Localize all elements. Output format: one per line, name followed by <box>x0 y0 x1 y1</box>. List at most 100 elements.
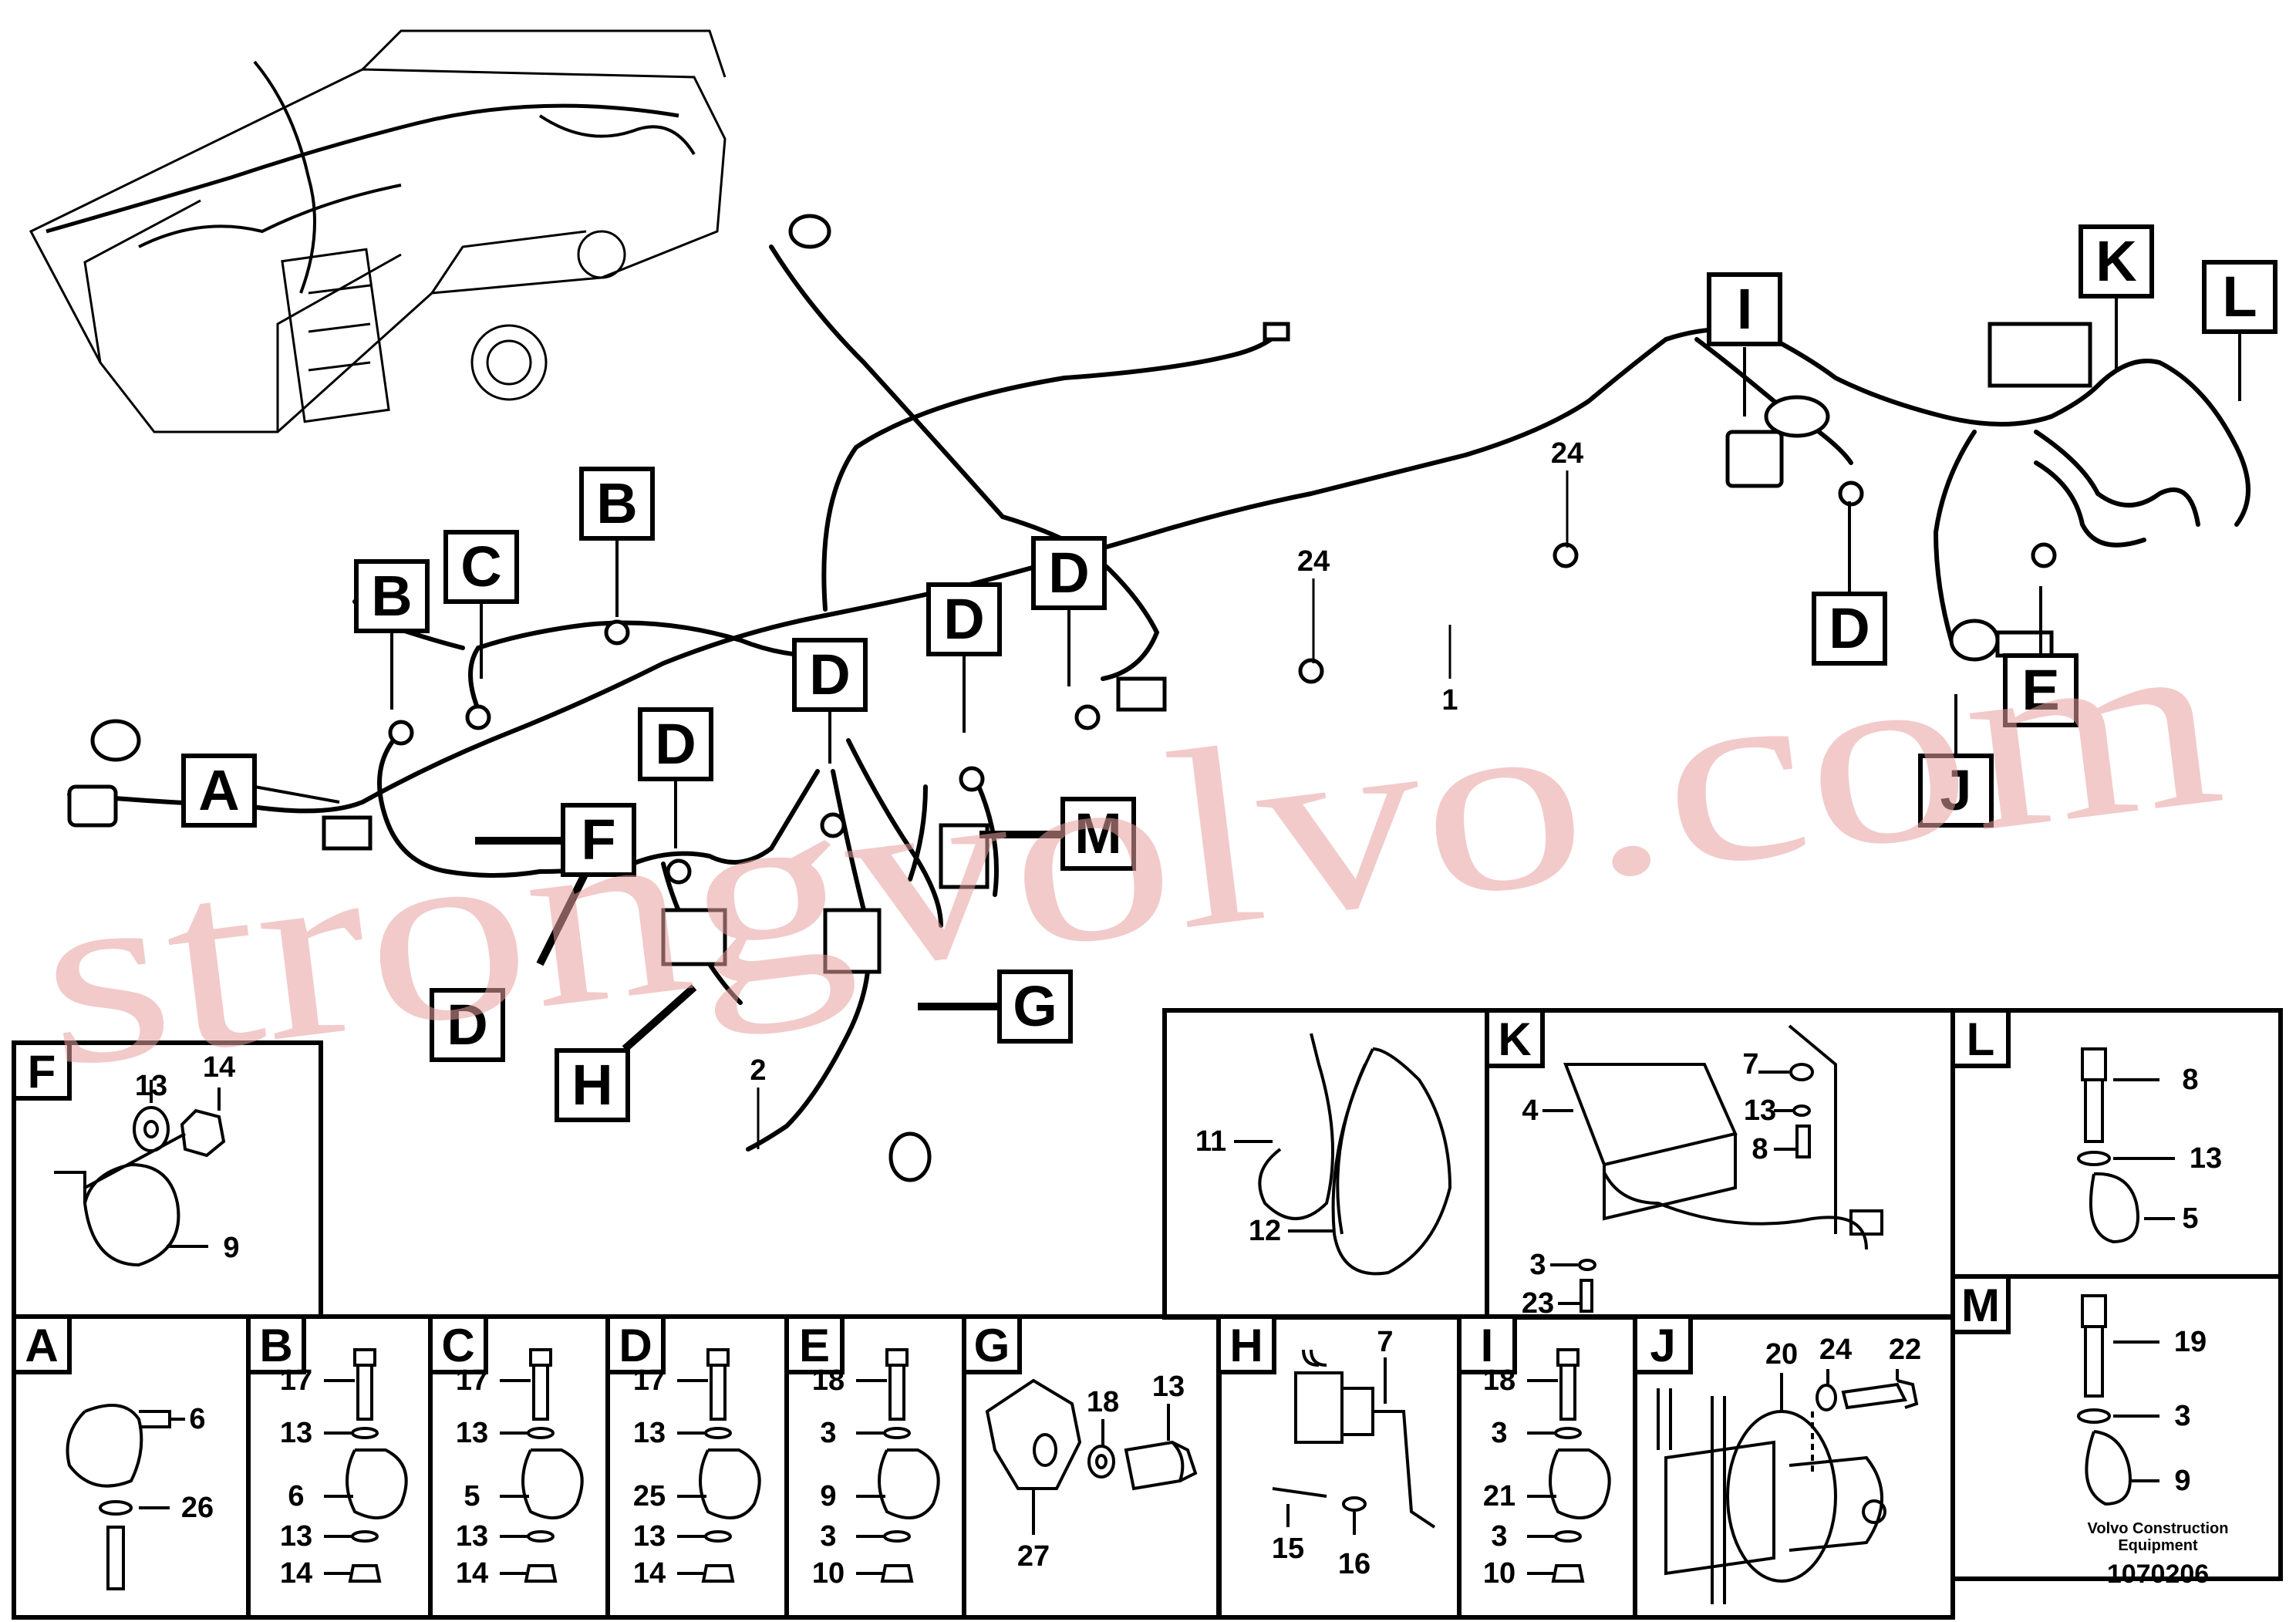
panel-b: B 17 13 6 13 14 <box>246 1314 408 1590</box>
svg-text:A: A <box>25 1320 58 1371</box>
callout-l: L <box>2202 260 2277 401</box>
panel-c: C 17 13 5 13 14 <box>428 1314 584 1590</box>
svg-text:M: M <box>1074 801 1122 865</box>
panel-g-item-27: 27 <box>1017 1540 1050 1573</box>
callout-c: C <box>443 530 519 679</box>
panel-h-item-7: 7 <box>1377 1326 1393 1358</box>
panel-c-item-4: 14 <box>456 1557 488 1590</box>
panel-g-item-13: 13 <box>1152 1371 1185 1403</box>
panel-i-item-4: 10 <box>1483 1557 1515 1590</box>
panel-ties: 11 12 <box>1195 1033 1452 1276</box>
panel-h-item-16: 16 <box>1338 1548 1371 1580</box>
svg-text:G: G <box>974 1320 1010 1371</box>
drawing-number: 1070206 <box>2107 1560 2209 1589</box>
svg-text:E: E <box>2021 658 2059 722</box>
callout-b1: B <box>354 559 430 710</box>
panel-d-item-2: 25 <box>633 1480 666 1512</box>
callout-d6: D <box>1812 501 1887 666</box>
svg-text:D: D <box>619 1320 652 1371</box>
callout-m: M <box>979 797 1136 871</box>
detail-panels <box>12 1008 2283 1620</box>
panel-b-item-1: 13 <box>280 1417 312 1449</box>
panel-c-item-3: 13 <box>456 1520 488 1553</box>
panel-c-item-2: 5 <box>464 1480 480 1512</box>
callout-d2: D <box>792 638 868 764</box>
panel-k-item-13: 13 <box>1744 1094 1776 1127</box>
panel-d: D 17 13 25 13 14 <box>605 1314 761 1590</box>
callout-d3: D <box>926 582 1002 733</box>
number-24-left: 24 <box>1297 545 1330 663</box>
panel-g: G 18 13 27 <box>962 1314 1198 1573</box>
svg-text:D: D <box>447 993 487 1057</box>
callout-k: K <box>2079 224 2154 370</box>
svg-text:M: M <box>1961 1280 2000 1331</box>
panel-i-item-3: 3 <box>1491 1520 1507 1553</box>
panel-f-item-14: 14 <box>203 1051 235 1084</box>
callout-f: F <box>475 803 636 877</box>
svg-text:A: A <box>198 758 239 822</box>
panel-m-item-19: 19 <box>2174 1326 2207 1358</box>
panel-j-item-22: 22 <box>1889 1334 1921 1366</box>
svg-text:H: H <box>571 1053 612 1117</box>
panel-e-item-1: 3 <box>820 1417 836 1449</box>
panel-i-item-0: 18 <box>1483 1364 1515 1397</box>
callout-h: H <box>555 984 697 1122</box>
panel-a-item-6: 6 <box>189 1403 205 1435</box>
callout-d4: D <box>1031 536 1107 686</box>
svg-text:K: K <box>2095 229 2136 293</box>
panel-b-item-0: 17 <box>280 1364 312 1397</box>
panel-m: M 19 3 9 <box>1950 1274 2207 1506</box>
panel-j-item-24: 24 <box>1819 1334 1852 1366</box>
number-2: 2 <box>750 1054 767 1149</box>
panel-k: K 7 13 8 4 3 23 <box>1485 1008 1883 1320</box>
watermark: strongvolvo.com <box>26 575 2234 1122</box>
svg-text:B: B <box>371 564 412 628</box>
panel-c-item-1: 13 <box>456 1417 488 1449</box>
svg-text:D: D <box>655 712 696 776</box>
panel-b-item-4: 14 <box>280 1557 312 1590</box>
svg-text:D: D <box>1048 541 1089 605</box>
svg-text:B: B <box>596 471 637 535</box>
harness-connectors <box>67 214 2092 1182</box>
svg-text:E: E <box>799 1320 830 1371</box>
callout-a: A <box>181 754 340 828</box>
panel-k-item-8: 8 <box>1752 1133 1768 1165</box>
panel-e-item-2: 9 <box>820 1480 836 1512</box>
panel-f: F 13 14 9 <box>12 1040 240 1267</box>
callout-d5: D <box>430 869 590 1062</box>
panel-e: E 18 3 9 3 10 <box>784 1314 940 1590</box>
footer-company-sub: Equipment <box>2118 1537 2198 1554</box>
panel-l-item-13: 13 <box>2190 1142 2222 1175</box>
main-callouts: A B B C D D D D D D F G H M I K L E J 1 … <box>181 224 2277 1149</box>
panel-b-item-3: 13 <box>280 1520 312 1553</box>
panel-d-item-3: 13 <box>633 1520 666 1553</box>
panel-h-item-15: 15 <box>1272 1533 1304 1565</box>
svg-text:D: D <box>943 587 984 651</box>
panel-e-item-3: 3 <box>820 1520 836 1553</box>
svg-text:I: I <box>1481 1320 1494 1371</box>
svg-text:L: L <box>2222 265 2257 329</box>
svg-text:C: C <box>460 534 501 599</box>
panel-f-item-9: 9 <box>223 1232 239 1264</box>
svg-text:I: I <box>1737 277 1753 341</box>
callout-b2: B <box>579 467 655 617</box>
panel-k-item-7: 7 <box>1742 1048 1758 1081</box>
panel-m-item-3: 3 <box>2174 1400 2190 1432</box>
callout-d1: D <box>638 707 713 848</box>
panel-l-item-8: 8 <box>2182 1064 2198 1096</box>
panel-e-item-4: 10 <box>812 1557 845 1590</box>
panel-k-item-4: 4 <box>1522 1094 1538 1127</box>
svg-text:C: C <box>441 1320 474 1371</box>
svg-text:1: 1 <box>1441 684 1458 717</box>
number-24-right: 24 <box>1551 437 1583 548</box>
svg-text:J: J <box>1650 1320 1675 1371</box>
panel-g-item-18: 18 <box>1087 1386 1119 1418</box>
panel-k-item-3: 3 <box>1529 1249 1546 1281</box>
svg-text:K: K <box>1498 1013 1531 1065</box>
panel-f-item-13: 13 <box>135 1070 167 1102</box>
svg-text:F: F <box>581 808 615 872</box>
callout-i: I <box>1707 272 1782 416</box>
panel-c-item-0: 17 <box>456 1364 488 1397</box>
number-1: 1 <box>1441 625 1458 717</box>
